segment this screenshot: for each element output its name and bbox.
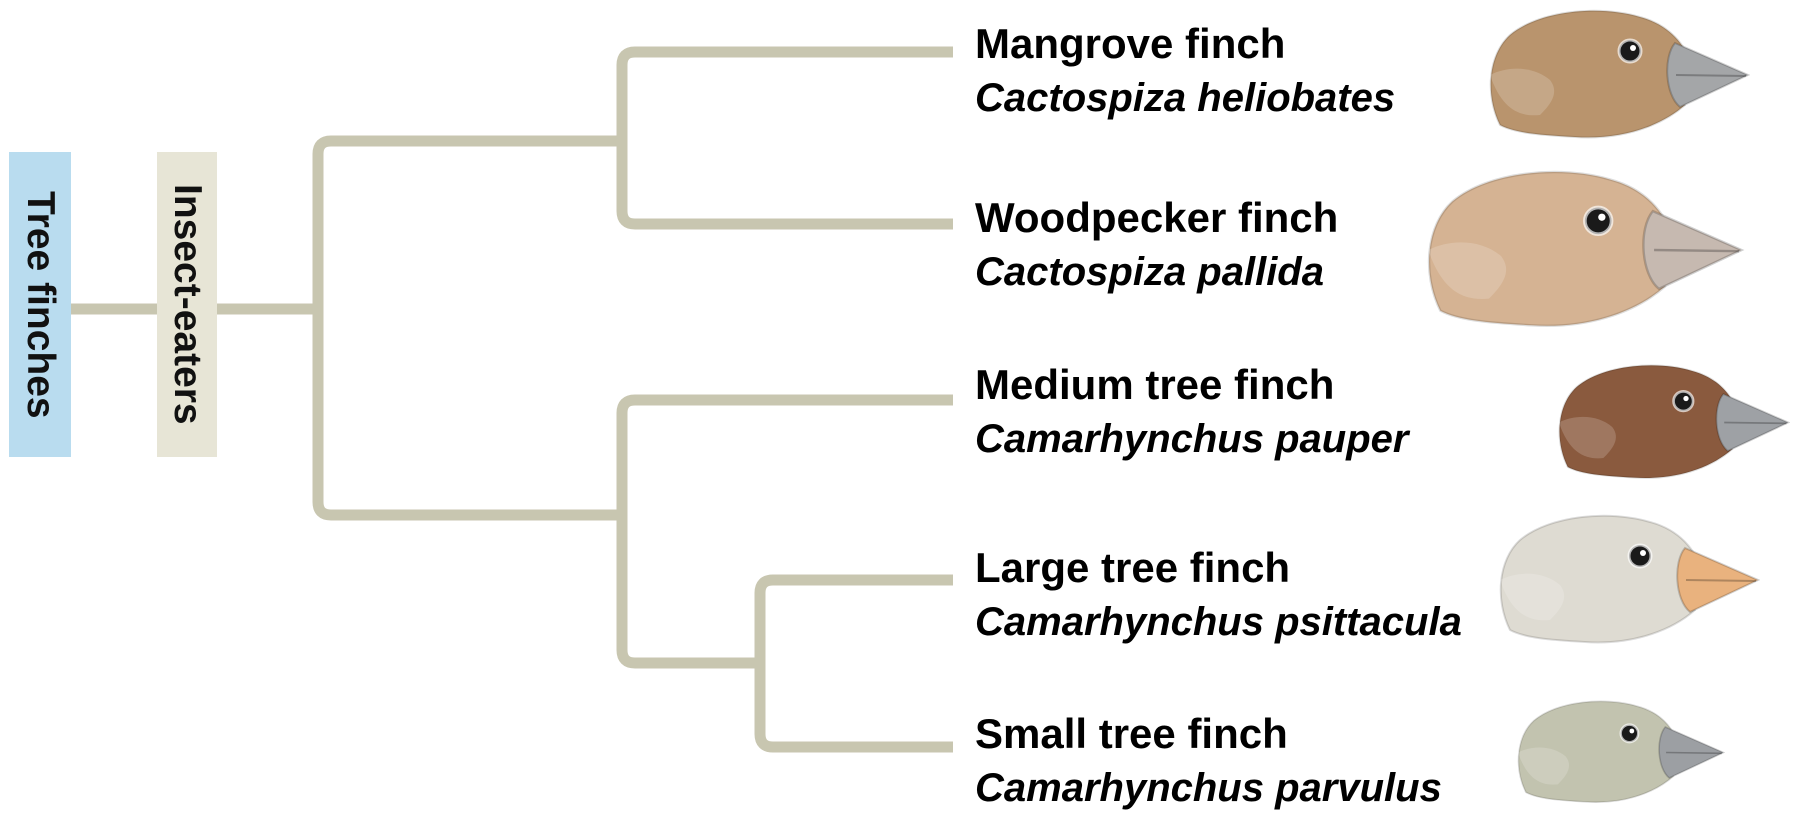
eye-glint — [1630, 45, 1636, 51]
insect-eater-split — [318, 141, 622, 515]
scientific-name: Camarhynchus parvulus — [975, 761, 1442, 816]
woodpecker-finch-head-icon — [1400, 165, 1760, 335]
beak-line — [1666, 753, 1722, 754]
beak-line — [1686, 580, 1756, 581]
species-label-large-tree: Large tree finch Camarhynchus psittacula — [975, 540, 1462, 650]
small-tree-finch-head-icon — [1510, 690, 1725, 815]
scientific-name: Camarhynchus pauper — [975, 412, 1408, 467]
eye — [1621, 725, 1639, 743]
eye-glint — [1683, 396, 1688, 401]
species-label-mangrove: Mangrove finch Cactospiza heliobates — [975, 16, 1395, 126]
eye — [1629, 545, 1651, 567]
eye — [1585, 208, 1612, 235]
common-name: Mangrove finch — [975, 16, 1395, 71]
species-label-medium-tree: Medium tree finch Camarhynchus pauper — [975, 357, 1408, 467]
beak-line — [1724, 423, 1786, 424]
cactospiza-clade — [622, 52, 953, 224]
species-label-woodpecker: Woodpecker finch Cactospiza pallida — [975, 190, 1338, 300]
common-name: Medium tree finch — [975, 357, 1408, 412]
common-name: Woodpecker finch — [975, 190, 1338, 245]
common-name: Large tree finch — [975, 540, 1462, 595]
scientific-name: Camarhynchus psittacula — [975, 595, 1462, 650]
beak-line — [1654, 250, 1739, 251]
large-tree-finch-head-icon — [1490, 505, 1760, 655]
mangrove-finch-head-icon — [1480, 5, 1750, 145]
eye — [1619, 40, 1641, 62]
insect-eaters-label: Insect-eaters — [157, 152, 217, 457]
beak-line — [1676, 75, 1746, 76]
eye-glint — [1629, 729, 1634, 734]
eye-glint — [1598, 214, 1605, 221]
common-name: Small tree finch — [975, 706, 1442, 761]
camarhynchus-clade — [622, 400, 953, 663]
eye-glint — [1640, 550, 1646, 556]
eye — [1674, 391, 1694, 411]
tree-finches-label: Tree finches — [9, 152, 71, 457]
scientific-name: Cactospiza pallida — [975, 245, 1338, 300]
species-label-small-tree: Small tree finch Camarhynchus parvulus — [975, 706, 1442, 816]
psittacula-parvulus-clade — [760, 580, 953, 747]
medium-tree-finch-head-icon — [1550, 360, 1790, 485]
scientific-name: Cactospiza heliobates — [975, 71, 1395, 126]
